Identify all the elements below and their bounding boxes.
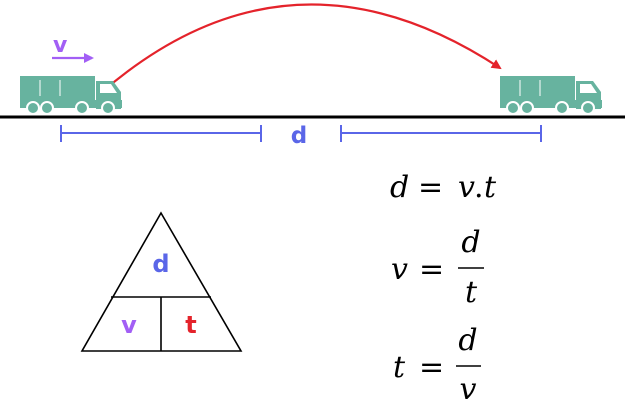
formula-distance-rhs-t: t [484,170,497,205]
velocity-label: v [53,33,68,58]
distance-label: d [291,123,307,149]
trajectory-arrow-icon [101,3,502,93]
formula-distance: d = v . t [390,170,497,205]
formula-distance-lhs: d [390,170,409,205]
formula-velocity-equals: = [419,252,444,287]
formula-velocity-numerator: d [461,225,480,260]
formula-time-equals: = [419,350,444,385]
formula-distance-rhs-v: v [458,170,475,205]
triangle-bottom-left-label: v [121,311,137,339]
truck-icon [20,76,122,115]
formula-distance-equals: = [418,170,443,205]
triangle-top-label: d [152,250,169,278]
formula-time-numerator: d [458,323,477,358]
formula-velocity-lhs: v [391,252,408,287]
formula-distance-rhs-dot: . [474,170,484,205]
formula-velocity-denominator: t [465,275,478,310]
formula-triangle: d v t [80,211,243,352]
formula-time-denominator: v [460,372,477,407]
triangle-bottom-right-label: t [185,311,196,339]
truck-icon [500,76,602,115]
formula-velocity: v = d t [391,225,484,310]
formula-time-lhs: t [393,350,406,385]
distance-bracket-right [340,125,542,142]
formula-time: t = d v [393,323,481,407]
distance-bracket-left [60,125,262,142]
